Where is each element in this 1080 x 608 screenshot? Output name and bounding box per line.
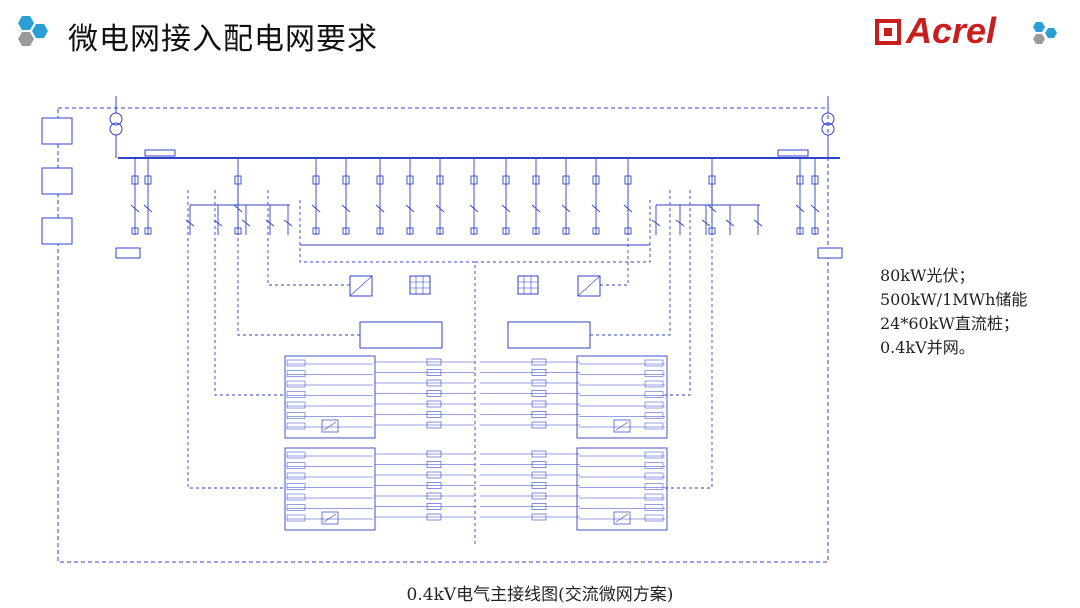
charger-panel bbox=[576, 447, 668, 531]
feeder-branch bbox=[725, 205, 735, 235]
feeder-branch bbox=[375, 158, 385, 235]
feeder-branch bbox=[810, 158, 820, 235]
feeder-branch bbox=[591, 158, 601, 235]
feeder-branch bbox=[143, 158, 153, 235]
logo-mark-icon bbox=[875, 19, 901, 45]
control-box-1 bbox=[41, 117, 73, 145]
feeder-branch bbox=[531, 158, 541, 235]
control-box-3 bbox=[41, 217, 73, 245]
logo-text: Acrel bbox=[906, 10, 997, 51]
note-grid: 0.4kV并网。 bbox=[880, 338, 975, 357]
pv-panel-right-icon bbox=[517, 275, 539, 295]
feeder-branch bbox=[265, 205, 275, 235]
feeder-branch bbox=[283, 205, 293, 235]
feeder-branch bbox=[501, 158, 511, 235]
brand-logo: Acrel bbox=[874, 8, 1070, 56]
hexagon-decoration-icon bbox=[18, 16, 48, 46]
charger-panel bbox=[284, 447, 376, 531]
feeder-branch bbox=[675, 205, 685, 235]
feeder-branch bbox=[701, 205, 711, 235]
communication-loop-line bbox=[57, 107, 829, 563]
note-storage: 500kW/1MWh储能 bbox=[880, 290, 1028, 309]
feeder-branch bbox=[311, 158, 321, 235]
feeder-branch bbox=[185, 205, 195, 235]
storage-cabinet-left bbox=[359, 321, 443, 349]
feeder-branch bbox=[469, 158, 479, 235]
feeder-branch bbox=[405, 158, 415, 235]
note-charger: 24*60kW直流桩； bbox=[880, 314, 1019, 333]
note-pv: 80kW光伏； bbox=[880, 266, 975, 285]
feeder-branch bbox=[435, 158, 445, 235]
feeder-branch bbox=[753, 205, 763, 235]
feeder-branch bbox=[130, 158, 140, 235]
charger-column bbox=[480, 358, 580, 429]
charger-panel bbox=[576, 355, 668, 439]
feeder-branch bbox=[341, 158, 351, 235]
page-title: 微电网接入配电网要求 bbox=[68, 22, 378, 57]
pv-panel-left-icon bbox=[409, 275, 431, 295]
charger-column bbox=[480, 450, 580, 521]
feeder-branch bbox=[651, 205, 661, 235]
charger-panel bbox=[284, 355, 376, 439]
diagram-caption: 0.4kV电气主接线图(交流微网方案) bbox=[406, 585, 674, 605]
charger-column bbox=[375, 358, 475, 429]
feeder-branch bbox=[241, 205, 251, 235]
storage-cabinet-right bbox=[507, 321, 591, 349]
feeder-branch bbox=[561, 158, 571, 235]
logo-hexagon-icon bbox=[1033, 22, 1057, 44]
control-box-2 bbox=[41, 167, 73, 195]
charger-column bbox=[375, 450, 475, 521]
transformer-left-icon bbox=[109, 96, 123, 136]
feeder-branch bbox=[795, 158, 805, 235]
system-notes: 80kW光伏； 500kW/1MWh储能 24*60kW直流桩； 0.4kV并网… bbox=[880, 264, 1027, 360]
